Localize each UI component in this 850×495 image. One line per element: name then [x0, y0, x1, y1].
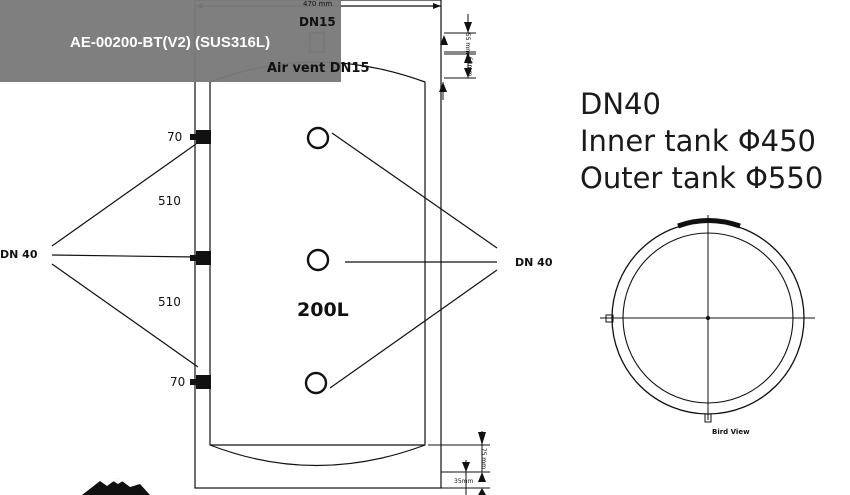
banner-title: AE-00200-BT(V2) (SUS316L)	[70, 34, 271, 51]
left-connector-top	[190, 130, 211, 144]
tank-spec: DN40 Inner tank Φ450 Outer tank Φ550	[580, 86, 823, 197]
right-dn-label: DN 40	[515, 256, 553, 269]
bird-view-arc-handle	[677, 218, 741, 229]
gap-2-label: 510	[158, 295, 181, 309]
left-dn-label: DN 40	[0, 248, 38, 261]
bird-view-caption: Bird View	[712, 428, 750, 436]
outer-tank-outline	[194, 0, 442, 489]
inner-tank-outline	[209, 61, 426, 467]
dim-35-label: 35mm	[454, 478, 474, 485]
offset-top-label: 70	[167, 130, 183, 144]
gap-1-label: 510	[158, 194, 181, 208]
title-banner	[0, 0, 341, 82]
spec-outer-tank: Outer tank Φ550	[580, 161, 824, 195]
air-vent-label: Air vent DN15	[267, 61, 370, 76]
bird-view-diagram	[600, 215, 815, 423]
bird-view-side-port	[605, 314, 614, 323]
top-connection-label: DN15	[299, 15, 336, 29]
dim-60-label: 60mm	[466, 56, 474, 77]
left-connector-bottom	[190, 375, 211, 389]
offset-bottom-label: 70	[170, 375, 186, 389]
front-connection-middle	[306, 248, 330, 272]
top-width-label: 470 mm	[303, 0, 333, 8]
bird-view-bottom-port	[704, 413, 712, 423]
front-connection-top	[306, 126, 330, 150]
mountain-logo	[82, 478, 150, 495]
spec-inner-tank: Inner tank Φ450	[580, 124, 817, 158]
left-connector-middle	[190, 251, 211, 265]
dim-75-label: 75 mm	[480, 447, 488, 470]
front-connection-bottom	[304, 371, 328, 395]
dim-55-label: 55 mm	[464, 32, 472, 55]
spec-dn: DN40	[580, 87, 661, 121]
volume-label: 200L	[297, 299, 349, 321]
